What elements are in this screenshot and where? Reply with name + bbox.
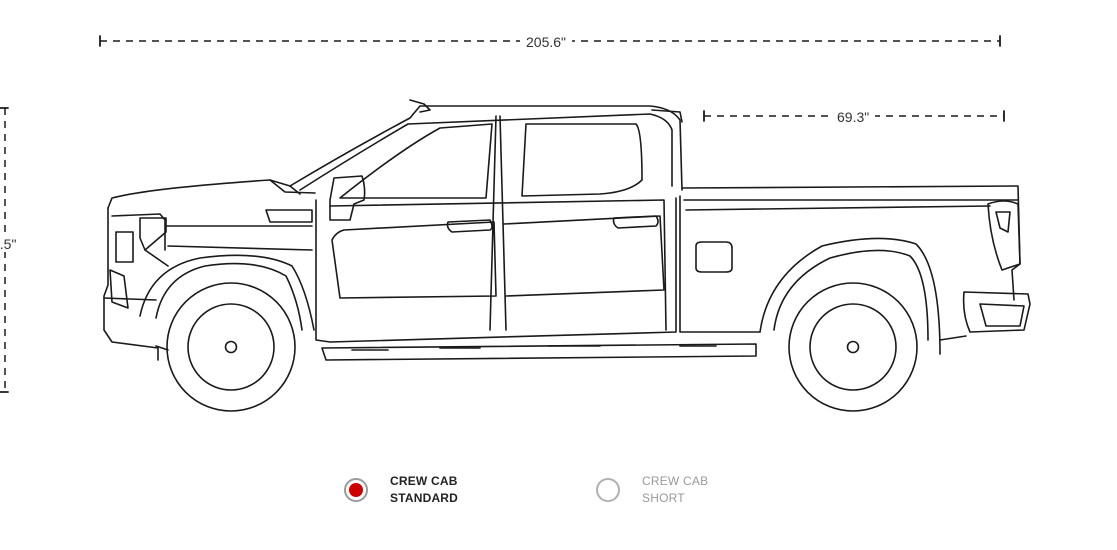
front-wheel — [166, 282, 296, 412]
radio-unselected-icon[interactable] — [596, 478, 620, 502]
cab-option-label: CREW CAB SHORT — [642, 473, 708, 507]
truck-body — [103, 99, 1031, 361]
bed-length-label: 69.3" — [831, 109, 876, 125]
overall-length-label: 205.6" — [520, 34, 573, 50]
cab-option-line2: SHORT — [642, 491, 685, 505]
cab-option-line1: CREW CAB — [642, 474, 709, 488]
overall-length-dimension-line — [99, 35, 1001, 47]
cab-option-line2: STANDARD — [390, 491, 459, 505]
cab-option-label: CREW CAB STANDARD — [390, 473, 458, 507]
height-dimension-line — [0, 107, 9, 393]
cab-option-line1: CREW CAB — [390, 474, 458, 488]
cab-option-crew-cab-short[interactable]: CREW CAB SHORT — [596, 473, 708, 507]
height-label: 3.5" — [0, 236, 23, 252]
radio-selected-icon[interactable] — [344, 478, 368, 502]
cab-option-crew-cab-standard[interactable]: CREW CAB STANDARD — [344, 473, 458, 507]
radio-dot — [349, 483, 363, 497]
rear-wheel — [788, 282, 918, 412]
